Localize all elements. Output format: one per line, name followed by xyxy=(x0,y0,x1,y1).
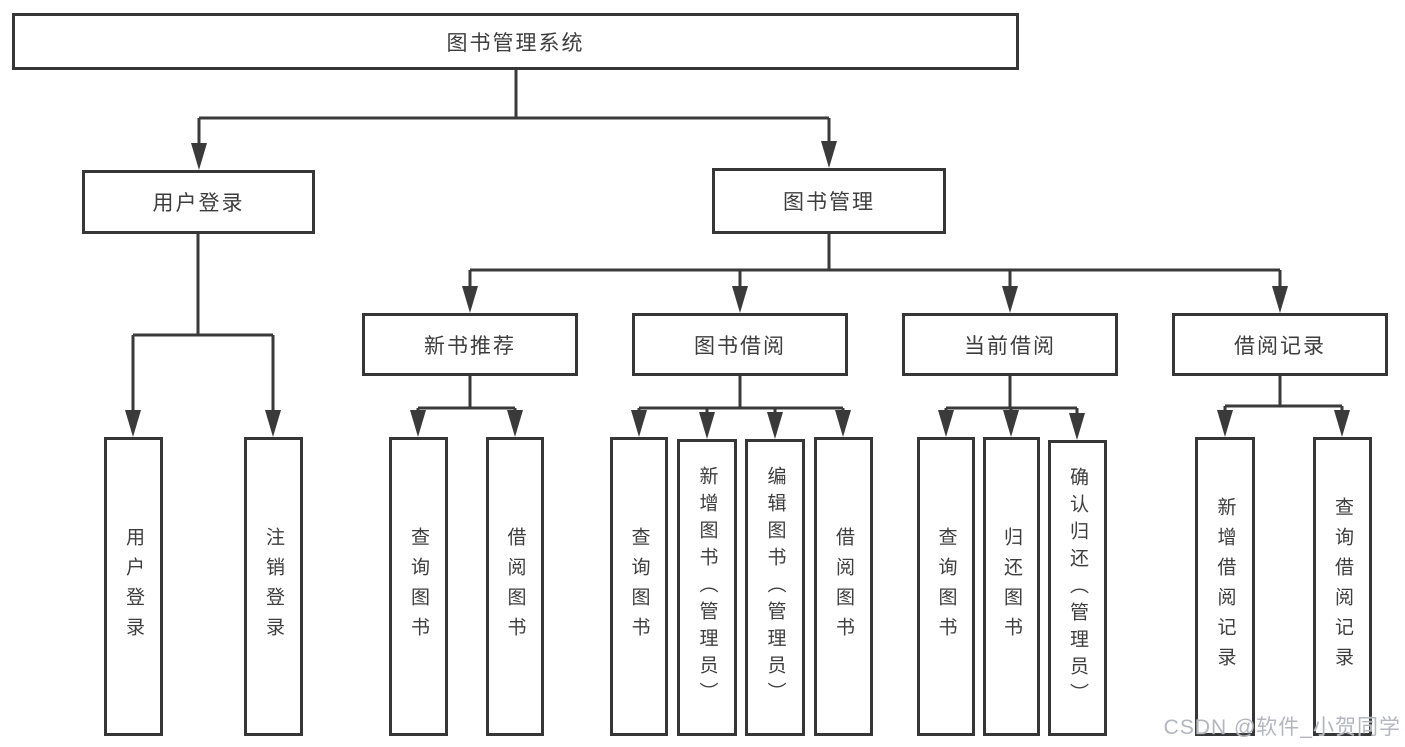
leaf-query-borrow-record: 查询借阅记录 xyxy=(1313,437,1372,736)
node-book-borrow: 图书借阅 xyxy=(632,313,848,376)
node-borrow-record: 借阅记录 xyxy=(1172,313,1388,376)
leaf-return-book-label: 归还图书 xyxy=(1001,526,1022,647)
leaf-recommend-borrow-book: 借阅图书 xyxy=(486,437,544,736)
leaf-recommend-borrow-book-label: 借阅图书 xyxy=(504,526,526,647)
leaf-edit-book-admin: 编辑图书（管理员） xyxy=(745,439,805,736)
leaf-confirm-return-admin: 确认归还（管理员） xyxy=(1048,440,1107,736)
leaf-user-login: 用户登录 xyxy=(104,437,163,736)
leaf-query-borrow-record-label: 查询借阅记录 xyxy=(1332,496,1353,677)
node-root-label: 图书管理系统 xyxy=(446,31,585,55)
node-current-borrow: 当前借阅 xyxy=(902,313,1118,376)
leaf-borrow-query-book: 查询图书 xyxy=(610,437,668,736)
node-borrow-record-label: 借阅记录 xyxy=(1234,334,1326,358)
node-current-borrow-label: 当前借阅 xyxy=(964,334,1056,358)
node-book-borrow-label: 图书借阅 xyxy=(694,334,786,358)
node-user-login: 用户登录 xyxy=(82,170,315,234)
node-new-book-recommend-label: 新书推荐 xyxy=(424,334,516,358)
node-book-management-label: 图书管理 xyxy=(783,191,875,214)
node-book-management: 图书管理 xyxy=(712,168,946,234)
leaf-user-login-label: 用户登录 xyxy=(123,526,144,647)
leaf-logout: 注销登录 xyxy=(244,437,303,736)
leaf-add-book-admin-label: 新增图书（管理员） xyxy=(696,466,718,709)
leaf-borrow-query-book-label: 查询图书 xyxy=(628,526,650,647)
csdn-watermark: CSDN @软件_小贺同学 xyxy=(1163,716,1401,739)
leaf-current-query-book-label: 查询图书 xyxy=(935,526,957,647)
leaf-confirm-return-admin-label: 确认归还（管理员） xyxy=(1067,466,1088,710)
leaf-borrow-book-label: 借阅图书 xyxy=(833,526,854,647)
leaf-add-borrow-record-label: 新增借阅记录 xyxy=(1214,496,1236,677)
leaf-add-book-admin: 新增图书（管理员） xyxy=(677,439,737,736)
leaf-return-book: 归还图书 xyxy=(983,437,1040,736)
node-user-login-label: 用户登录 xyxy=(152,192,245,215)
leaf-add-borrow-record: 新增借阅记录 xyxy=(1195,437,1255,736)
leaf-current-query-book: 查询图书 xyxy=(917,437,975,736)
leaf-borrow-book: 借阅图书 xyxy=(814,437,873,736)
leaf-recommend-query-book-label: 查询图书 xyxy=(408,526,429,647)
leaf-edit-book-admin-label: 编辑图书（管理员） xyxy=(764,466,786,709)
node-root: 图书管理系统 xyxy=(12,13,1019,70)
leaf-recommend-query-book: 查询图书 xyxy=(389,437,448,736)
leaf-logout-label: 注销登录 xyxy=(263,526,284,647)
node-new-book-recommend: 新书推荐 xyxy=(362,313,578,376)
